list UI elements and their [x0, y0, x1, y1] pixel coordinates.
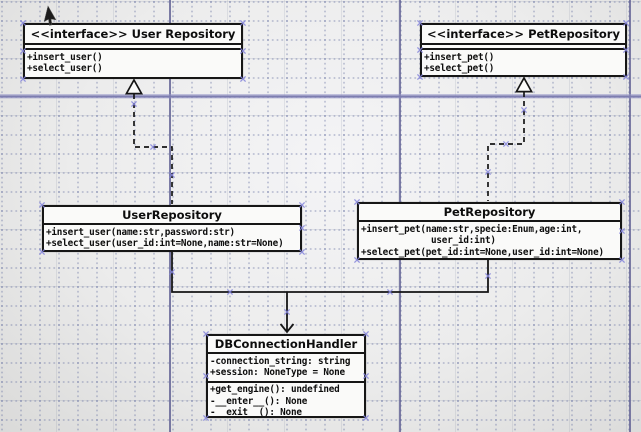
empty-attributes-compartment [25, 45, 241, 50]
methods-compartment: +insert_pet() +select_pet() [422, 50, 625, 75]
method-line: +select_pet() [424, 63, 495, 74]
interface-box-user-repository[interactable]: <<interface>> User Repository +insert_us… [23, 23, 243, 79]
method-line: +get_engine(): undefined [210, 384, 340, 395]
realization-arrowhead-user [124, 78, 144, 95]
class-title: UserRepository [44, 207, 300, 225]
methods-compartment: +get_engine(): undefined -__enter__(): N… [208, 383, 364, 418]
realization-edge-pet[interactable] [487, 92, 525, 201]
methods-compartment: +insert_user(name:str,password:str) +sel… [44, 225, 300, 250]
class-box-user-repository[interactable]: UserRepository +insert_user(name:str,pas… [42, 205, 302, 252]
interface-title: <<interface>> User Repository [25, 25, 241, 45]
attribute-line: -connection_string: string [210, 355, 351, 367]
method-line: +insert_pet(name:str,specie:Enum,age:int… [361, 223, 583, 235]
methods-compartment: +insert_pet(name:str,specie:Enum,age:int… [359, 222, 620, 258]
method-line: +insert_user(name:str,password:str) [46, 226, 235, 238]
attributes-compartment: -connection_string: string +session: Non… [208, 354, 364, 383]
method-line: -__exit__(): None [210, 407, 302, 418]
method-line: +select_user(user_id:int=None,name:str=N… [46, 238, 284, 249]
attribute-line: +session: NoneType = None [210, 367, 345, 378]
method-line: -__enter__(): None [210, 395, 308, 407]
empty-attributes-compartment [422, 45, 625, 50]
grid-major-vline-3 [629, 0, 631, 432]
interface-title: <<interface>> PetRepository [422, 25, 625, 45]
grid-major-hline-1 [0, 94, 641, 99]
method-line-continuation: user_id:int) [431, 235, 496, 246]
realization-edge-user[interactable] [133, 94, 173, 204]
methods-compartment: +insert_user() +select_user() [25, 50, 241, 77]
method-line: +select_pet(pet_id:int=None,user_id:int=… [361, 246, 604, 258]
association-arrowhead-db [279, 323, 295, 334]
class-box-pet-repository[interactable]: PetRepository +insert_pet(name:str,speci… [357, 202, 622, 260]
interface-box-pet-repository[interactable]: <<interface>> PetRepository +insert_pet(… [420, 23, 627, 77]
method-line: +insert_user() [27, 51, 103, 63]
method-line: +select_user() [27, 63, 103, 74]
mouse-cursor [44, 5, 57, 26]
method-line: +insert_pet() [424, 51, 495, 63]
class-title: DBConnectionHandler [208, 336, 364, 354]
realization-arrowhead-pet [514, 76, 534, 93]
class-box-db-connection-handler[interactable]: DBConnectionHandler -connection_string: … [206, 334, 366, 418]
class-title: PetRepository [359, 204, 620, 222]
